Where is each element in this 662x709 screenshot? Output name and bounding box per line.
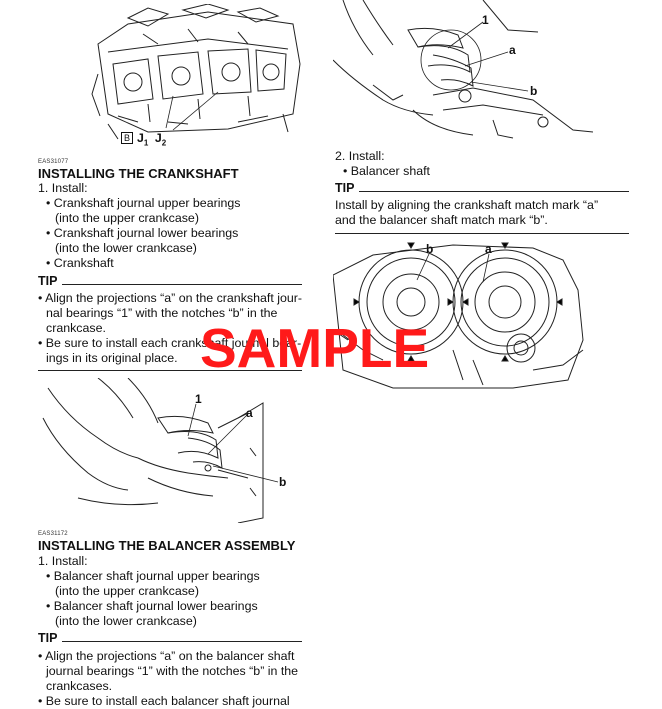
- tip-line: • Be sure to install each crankshaft jou…: [38, 336, 302, 350]
- tip-label: TIP: [38, 631, 58, 645]
- callout-a: a: [509, 43, 516, 57]
- tip-line: journal bearings “1” with the notches “b…: [46, 664, 299, 678]
- tip-line: and the balancer shaft match mark “b”.: [335, 213, 548, 227]
- list-item: • Balancer shaft journal upper bearings: [46, 569, 260, 583]
- balancer-bearing-illustration: [333, 0, 593, 140]
- tip-end-rule: [38, 370, 302, 371]
- list-item: (into the upper crankcase): [55, 211, 199, 225]
- section-code-crankshaft: EAS31077: [38, 159, 69, 165]
- list-item: • Crankshaft journal upper bearings: [46, 196, 241, 210]
- list-item: • Crankshaft journal lower bearings: [46, 226, 239, 240]
- callout-a: a: [485, 242, 492, 256]
- list-item: (into the lower crankcase): [55, 614, 197, 628]
- label-j1: J: [137, 131, 144, 145]
- tip-line: crankcases.: [46, 679, 113, 693]
- list-item: • Balancer shaft journal lower bearings: [46, 599, 258, 613]
- heading-installing-balancer: INSTALLING THE BALANCER ASSEMBLY: [38, 538, 296, 553]
- tip-end-rule: [335, 233, 629, 234]
- list-item: (into the lower crankcase): [55, 241, 197, 255]
- tip-rule: [62, 284, 302, 285]
- step-1-install: 1. Install:: [38, 554, 88, 568]
- tip-line: Install by aligning the crankshaft match…: [335, 198, 599, 212]
- heading-installing-crankshaft: INSTALLING THE CRANKSHAFT: [38, 166, 239, 181]
- tip-label: TIP: [38, 274, 58, 288]
- label-j2-sub: 2: [161, 138, 167, 148]
- bearing-drawing-left: [42, 378, 279, 523]
- tip-rule: [359, 191, 629, 192]
- list-item: • Balancer shaft: [343, 164, 430, 178]
- gears-drawing: [333, 242, 584, 389]
- tip-line: crankcase.: [46, 321, 106, 335]
- label-box-b: B: [121, 132, 134, 144]
- tip-label: TIP: [335, 181, 355, 195]
- callout-1: 1: [195, 392, 202, 406]
- tip-rule: [62, 641, 302, 642]
- step-1-install: 1. Install:: [38, 181, 88, 195]
- label-j2: J: [154, 131, 162, 145]
- step-2-install: 2. Install:: [335, 149, 385, 163]
- callout-b: b: [530, 84, 538, 98]
- callout-b: b: [426, 242, 434, 256]
- label-j1-sub: 1: [143, 138, 149, 148]
- crankshaft-bearing-illustration: [38, 378, 298, 523]
- tip-line: • Align the projections “a” on the balan…: [38, 649, 295, 663]
- section-code-balancer: EAS31172: [38, 531, 68, 537]
- tip-line: ings in its original place.: [46, 351, 178, 365]
- bearing-drawing-right: [333, 0, 593, 139]
- callout-1: 1: [482, 13, 489, 27]
- callout-a: a: [246, 406, 253, 420]
- crankcase-illustration: [88, 4, 308, 154]
- list-item: • Crankshaft: [46, 256, 114, 270]
- tip-line: • Be sure to install each balancer shaft…: [38, 694, 290, 708]
- callout-b: b: [279, 475, 287, 489]
- tip-line: nal bearings “1” with the notches “b” in…: [46, 306, 278, 320]
- list-item: (into the upper crankcase): [55, 584, 199, 598]
- sample-watermark: SAMPLE: [200, 317, 430, 379]
- gears-illustration: [333, 240, 593, 390]
- crankcase-drawing: [91, 4, 301, 140]
- tip-line: • Align the projections “a” on the crank…: [38, 291, 302, 305]
